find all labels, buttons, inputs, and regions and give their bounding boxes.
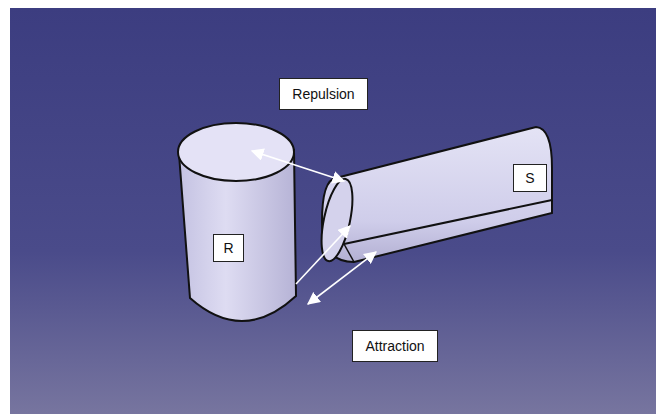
- label-text: Repulsion: [280, 85, 367, 103]
- part-label: S: [513, 164, 547, 192]
- label-text: S: [514, 169, 546, 187]
- force-arrows: [252, 151, 376, 304]
- part-label: R: [213, 234, 244, 262]
- cylinder-s: [316, 127, 552, 264]
- label-text: R: [214, 239, 243, 257]
- label-text: Attraction: [353, 337, 437, 355]
- force-label: Attraction: [352, 330, 438, 362]
- attraction-arrow: [308, 252, 376, 304]
- force-label: Repulsion: [279, 78, 368, 110]
- attraction-arrow: [296, 226, 350, 284]
- background: [10, 8, 656, 414]
- cylinder-r: [178, 123, 296, 321]
- repulsion-arrow: [252, 151, 344, 181]
